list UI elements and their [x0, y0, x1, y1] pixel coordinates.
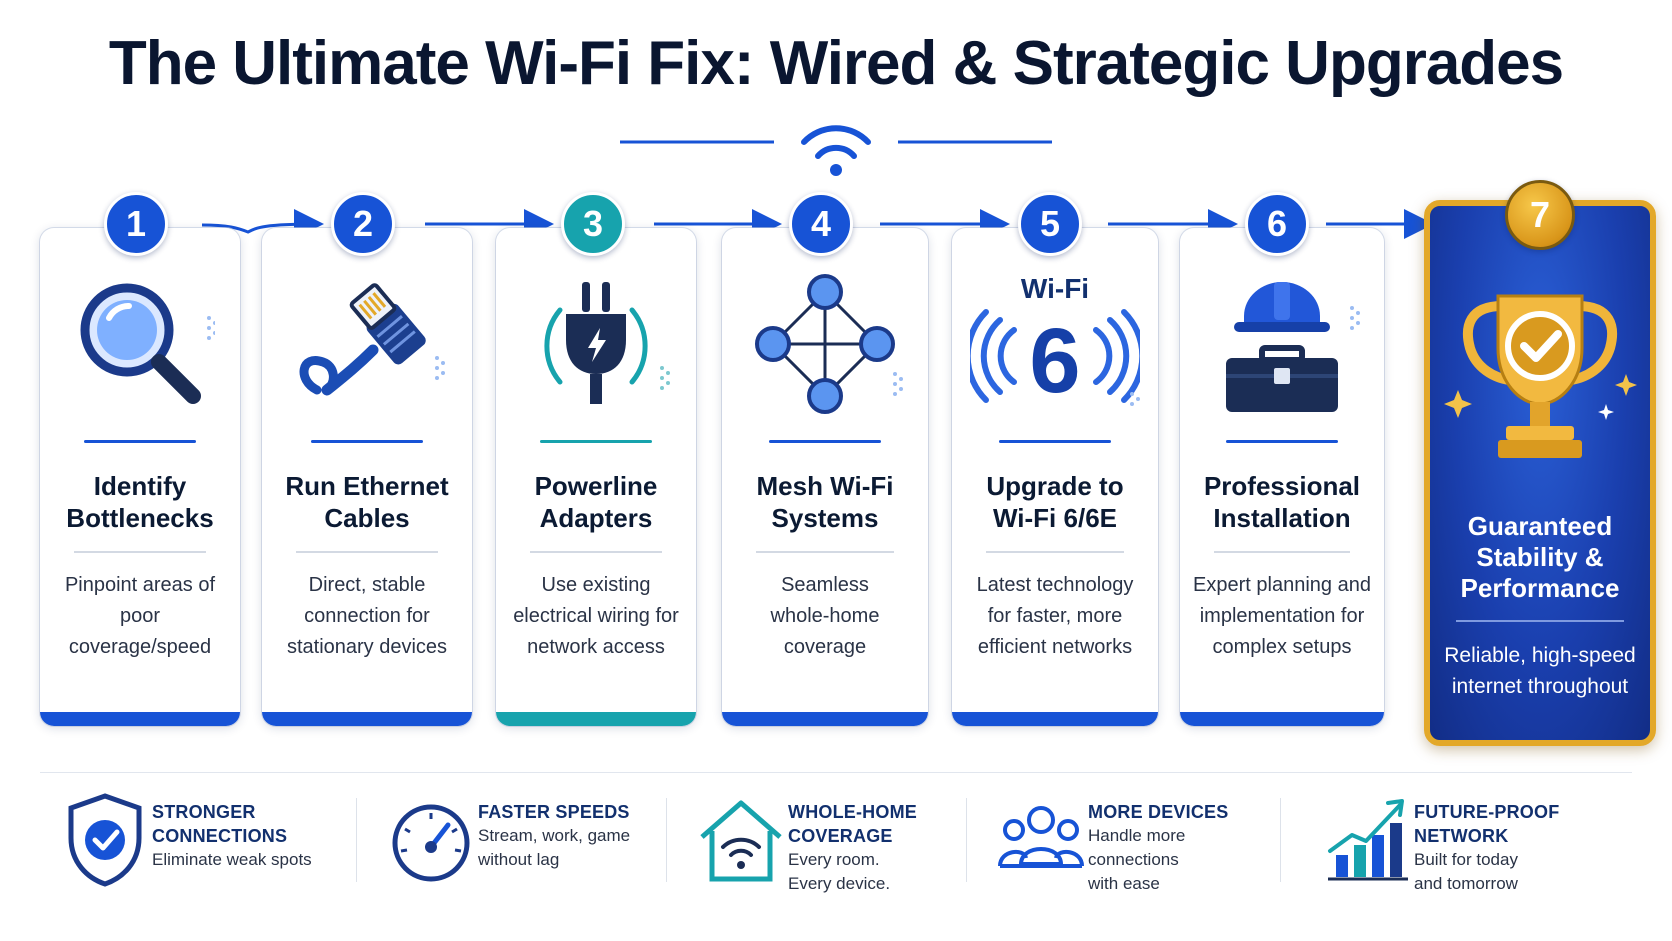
step-badge-6: 6 — [1245, 192, 1309, 256]
benefit-more-devices: MORE DEVICES Handle more connections wit… — [996, 790, 1276, 910]
users-icon — [996, 790, 1086, 890]
home-wifi-icon — [696, 790, 786, 890]
benefit-future-proof-network: FUTURE-PROOF NETWORK Built for today and… — [1322, 790, 1622, 910]
shield-check-icon — [60, 790, 150, 890]
page-title: The Ultimate Wi-Fi Fix: Wired & Strategi… — [108, 29, 1564, 98]
step-badge-1: 1 — [104, 192, 168, 256]
wifi6-icon: Wi-Fi 6 — [952, 270, 1158, 420]
benefit-whole-home-coverage: WHOLE-HOME COVERAGE Every room. Every de… — [696, 790, 976, 910]
magnifier-icon — [40, 270, 240, 420]
mesh-network-icon — [722, 270, 928, 420]
ethernet-cable-icon — [262, 270, 472, 420]
wifi-icon — [801, 125, 871, 176]
section-divider — [40, 772, 1632, 773]
trophy-icon — [1430, 286, 1650, 476]
step-badge-2: 2 — [331, 192, 395, 256]
title-decoration — [620, 125, 1052, 176]
step-card-7: Guaranteed Stability & Performance Relia… — [1424, 200, 1656, 746]
hardhat-toolbox-icon — [1180, 270, 1384, 420]
step-badge-4: 4 — [789, 192, 853, 256]
svg-text:Wi-Fi: Wi-Fi — [1021, 273, 1089, 304]
power-plug-icon — [496, 270, 696, 420]
speedometer-icon — [386, 790, 476, 890]
step-desc: Reliable, high-speed internet throughout — [1444, 644, 1636, 698]
benefit-faster-speeds: FASTER SPEEDS Stream, work, game without… — [386, 790, 666, 910]
step-badge-3: 3 — [561, 192, 625, 256]
svg-text:6: 6 — [1029, 310, 1080, 412]
step-badge-7: 7 — [1505, 180, 1575, 250]
step-badge-5: 5 — [1018, 192, 1082, 256]
growth-chart-icon — [1322, 790, 1412, 890]
benefit-stronger-connections: STRONGER CONNECTIONS Eliminate weak spot… — [60, 790, 350, 910]
